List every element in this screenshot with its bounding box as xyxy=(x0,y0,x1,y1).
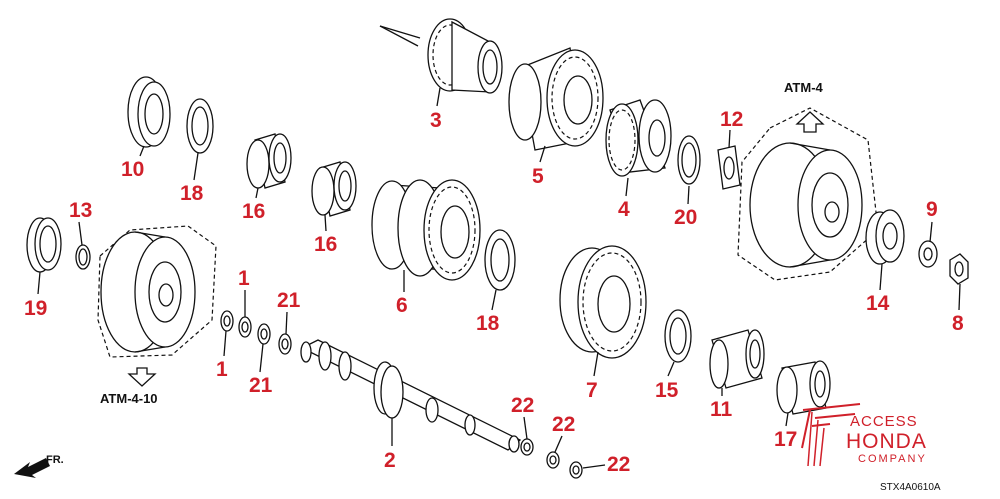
part-22-washer-c[interactable] xyxy=(569,461,583,479)
callout-16-left[interactable]: 16 xyxy=(242,200,265,223)
logo-line-1: ACCESS xyxy=(850,413,918,430)
part-3-gear[interactable] xyxy=(379,18,503,94)
part-22-washer-a[interactable] xyxy=(520,438,534,456)
callout-14[interactable]: 14 xyxy=(866,292,890,315)
atm-4-10-label[interactable]: ATM-4-10 xyxy=(100,391,158,406)
callout-21-lower[interactable]: 21 xyxy=(249,374,273,397)
part-21-washer-lower[interactable] xyxy=(257,323,271,345)
part-21-washer-upper[interactable] xyxy=(278,333,292,355)
part-1-washer-lower[interactable] xyxy=(220,310,234,332)
callout-3[interactable]: 3 xyxy=(430,109,442,132)
part-17-needle-bearing[interactable] xyxy=(776,360,831,415)
callout-9[interactable]: 9 xyxy=(926,198,938,221)
callout-22-a[interactable]: 22 xyxy=(511,394,534,417)
part-1-washer-upper[interactable] xyxy=(238,316,252,338)
atm-4-clutch-assembly[interactable] xyxy=(737,107,879,281)
callout-22-b[interactable]: 22 xyxy=(552,413,575,436)
drawing-code: STX4A0610A xyxy=(880,482,941,493)
callout-17[interactable]: 17 xyxy=(774,428,797,451)
part-5-gear[interactable] xyxy=(508,47,604,151)
callout-4[interactable]: 4 xyxy=(618,198,630,221)
part-12-washer[interactable] xyxy=(717,145,741,190)
part-15-thrust-bearing[interactable] xyxy=(664,309,692,363)
callout-5[interactable]: 5 xyxy=(532,165,544,188)
access-honda-logo: ACCESS HONDA COMPANY xyxy=(801,403,927,467)
callout-11[interactable]: 11 xyxy=(710,398,733,421)
callout-1-lower[interactable]: 1 xyxy=(216,358,228,381)
part-9-washer[interactable] xyxy=(918,240,938,268)
logo-line-3: COMPANY xyxy=(858,453,927,465)
part-10-oil-seal[interactable] xyxy=(127,76,171,148)
part-6-gear[interactable] xyxy=(371,179,481,281)
part-4-gear[interactable] xyxy=(605,99,672,177)
part-2-shaft[interactable] xyxy=(300,339,522,453)
part-8-nut[interactable] xyxy=(949,253,969,285)
callout-2[interactable]: 2 xyxy=(384,449,396,472)
logo-line-2: HONDA xyxy=(846,430,927,453)
callout-10[interactable]: 10 xyxy=(121,158,144,181)
part-20-thrust-bearing[interactable] xyxy=(677,135,701,185)
callout-22-c[interactable]: 22 xyxy=(607,453,630,476)
callout-20[interactable]: 20 xyxy=(674,206,697,229)
callout-13[interactable]: 13 xyxy=(69,199,92,222)
front-arrow-icon xyxy=(14,458,50,478)
part-19-seal[interactable] xyxy=(26,217,62,273)
part-14-ball-bearing[interactable] xyxy=(865,209,905,265)
atm-4-label[interactable]: ATM-4 xyxy=(784,80,824,95)
callout-1-upper[interactable]: 1 xyxy=(238,267,250,290)
part-16-needle-bearing-right[interactable] xyxy=(311,161,357,217)
atm-4-10-clutch-assembly[interactable] xyxy=(97,225,217,387)
part-18-thrust-bearing-upper[interactable] xyxy=(186,98,214,154)
callout-21-upper[interactable]: 21 xyxy=(277,289,301,312)
callout-19[interactable]: 19 xyxy=(24,297,47,320)
part-7-gear[interactable] xyxy=(559,245,647,359)
callout-6[interactable]: 6 xyxy=(396,294,408,317)
part-22-washer-b[interactable] xyxy=(546,451,560,469)
callout-12[interactable]: 12 xyxy=(720,108,743,131)
part-16-needle-bearing-left[interactable] xyxy=(246,133,292,189)
part-13-snap-ring[interactable] xyxy=(75,244,91,270)
callout-7[interactable]: 7 xyxy=(586,379,598,402)
front-marker-label: FR. xyxy=(46,454,64,466)
callout-16-right[interactable]: 16 xyxy=(314,233,337,256)
part-11-collar[interactable] xyxy=(709,329,765,389)
part-18-thrust-bearing-lower[interactable] xyxy=(484,229,516,291)
callout-18-lower[interactable]: 18 xyxy=(476,312,500,335)
callout-18-upper[interactable]: 18 xyxy=(180,182,204,205)
callout-15[interactable]: 15 xyxy=(655,379,679,402)
callout-8[interactable]: 8 xyxy=(952,312,964,335)
